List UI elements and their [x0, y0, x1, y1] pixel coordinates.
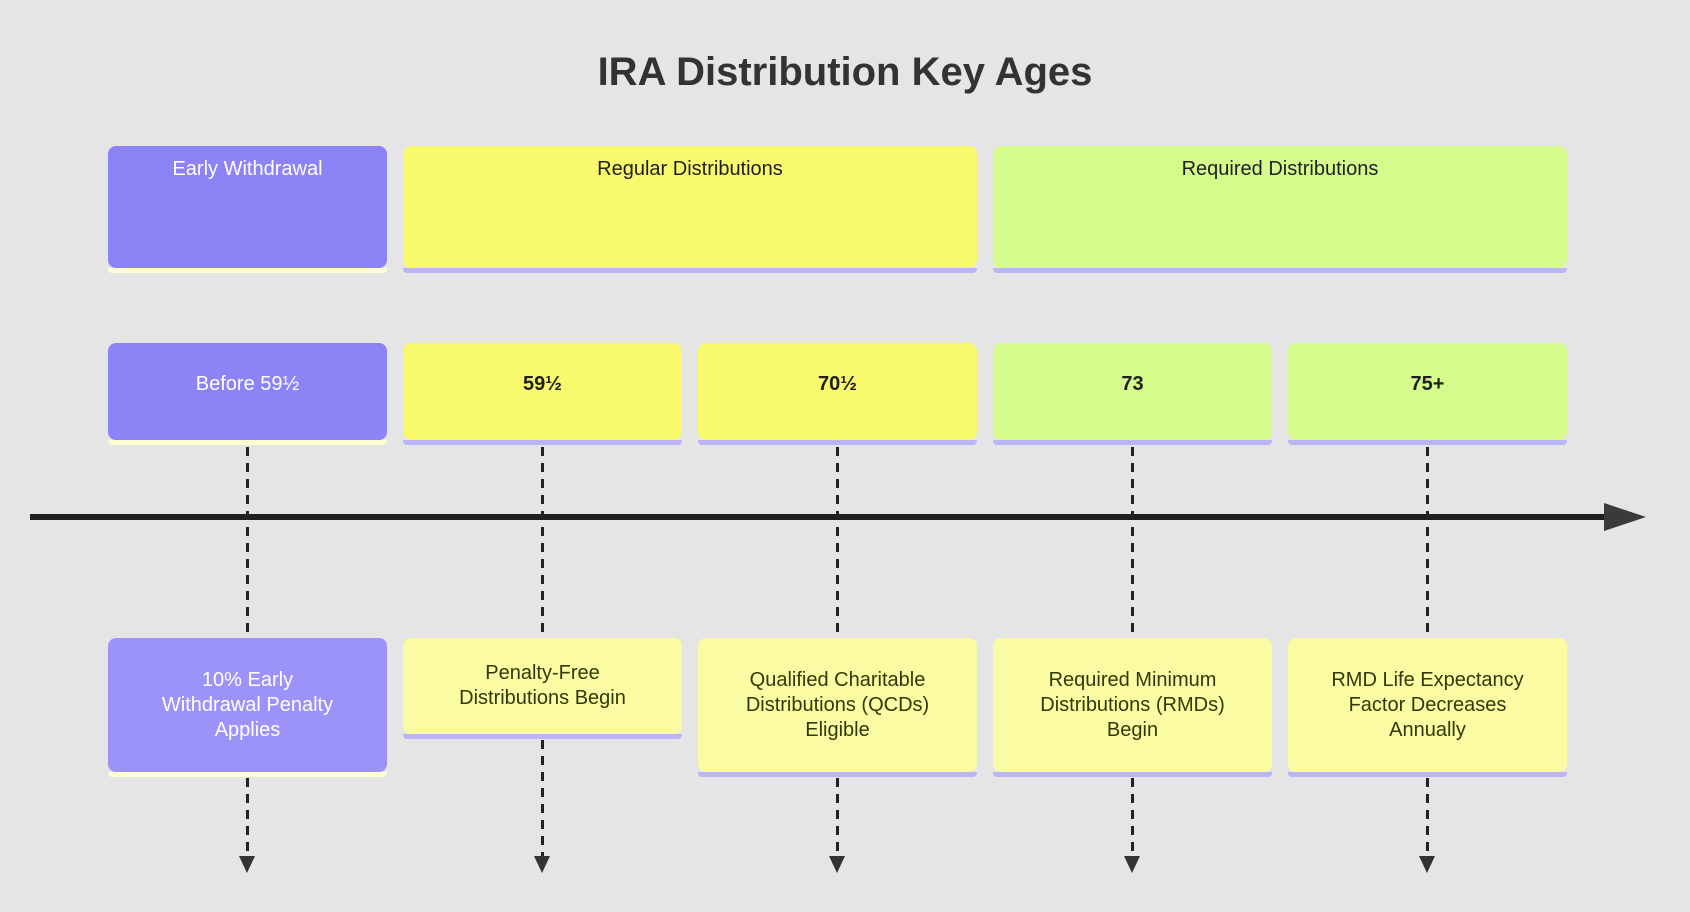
connector-arrowhead-icon-1 [239, 856, 255, 873]
age-label: 73 [1121, 373, 1144, 395]
section-label: Required Distributions [1181, 158, 1379, 180]
event-box-rmd-begin: Required Minimum Distributions (RMDs) Be… [993, 638, 1272, 772]
event-underline-penalty-free [403, 734, 682, 739]
section-underline-regular-distributions [403, 268, 977, 273]
connector-dash-upper-4 [1131, 447, 1134, 637]
age-box-75plus: 75+ [1288, 343, 1567, 440]
section-label: Early Withdrawal [172, 158, 323, 180]
event-underline-qcd-eligible [698, 772, 977, 777]
age-box-59half: 59½ [403, 343, 682, 440]
age-label: Before 59½ [195, 373, 300, 395]
section-box-required-distributions: Required Distributions [993, 146, 1567, 268]
timeline-axis-arrowhead-icon [1604, 503, 1646, 531]
connector-dash-lower-3 [836, 778, 839, 856]
age-underline-75plus [1288, 440, 1567, 445]
section-underline-required-distributions [993, 268, 1567, 273]
connector-arrowhead-icon-2 [534, 856, 550, 873]
age-label: 70½ [818, 373, 857, 395]
event-text: RMD Life Expectancy Factor Decreases Ann… [1331, 668, 1524, 741]
connector-dash-upper-5 [1426, 447, 1429, 637]
section-box-early-withdrawal: Early Withdrawal [108, 146, 387, 268]
event-box-penalty-free: Penalty-Free Distributions Begin [403, 638, 682, 734]
age-box-before-59half: Before 59½ [108, 343, 387, 440]
connector-dash-lower-1 [246, 778, 249, 856]
connector-arrowhead-icon-4 [1124, 856, 1140, 873]
connector-dash-upper-1 [246, 447, 249, 637]
event-underline-rmd-begin [993, 772, 1272, 777]
connector-dash-lower-5 [1426, 778, 1429, 856]
event-underline-rmd-factor [1288, 772, 1567, 777]
age-label: 59½ [523, 373, 562, 395]
event-text: Qualified Charitable Distributions (QCDs… [745, 668, 930, 741]
event-box-qcd-eligible: Qualified Charitable Distributions (QCDs… [698, 638, 977, 772]
event-text: Penalty-Free Distributions Begin [459, 662, 626, 709]
age-underline-70half [698, 440, 977, 445]
age-underline-73 [993, 440, 1272, 445]
diagram-title: IRA Distribution Key Ages [597, 50, 1093, 94]
connector-arrowhead-icon-3 [829, 856, 845, 873]
connector-arrowhead-icon-5 [1419, 856, 1435, 873]
timeline-axis-line [30, 514, 1606, 520]
age-underline-59half [403, 440, 682, 445]
age-underline-before-59half [108, 440, 387, 445]
connector-dash-lower-4 [1131, 778, 1134, 856]
age-label: 75+ [1410, 373, 1445, 395]
event-underline-early-penalty [108, 772, 387, 777]
section-label: Regular Distributions [597, 158, 783, 180]
event-box-rmd-factor: RMD Life Expectancy Factor Decreases Ann… [1288, 638, 1567, 772]
connector-dash-upper-2 [541, 447, 544, 637]
event-text: Required Minimum Distributions (RMDs) Be… [1040, 668, 1225, 741]
connector-dash-upper-3 [836, 447, 839, 637]
age-box-73: 73 [993, 343, 1272, 440]
event-box-early-penalty: 10% Early Withdrawal Penalty Applies [108, 638, 387, 772]
age-box-70half: 70½ [698, 343, 977, 440]
section-underline-early-withdrawal [108, 268, 387, 273]
section-box-regular-distributions: Regular Distributions [403, 146, 977, 268]
event-text: 10% Early Withdrawal Penalty Applies [161, 668, 334, 741]
connector-dash-lower-2 [541, 740, 544, 856]
